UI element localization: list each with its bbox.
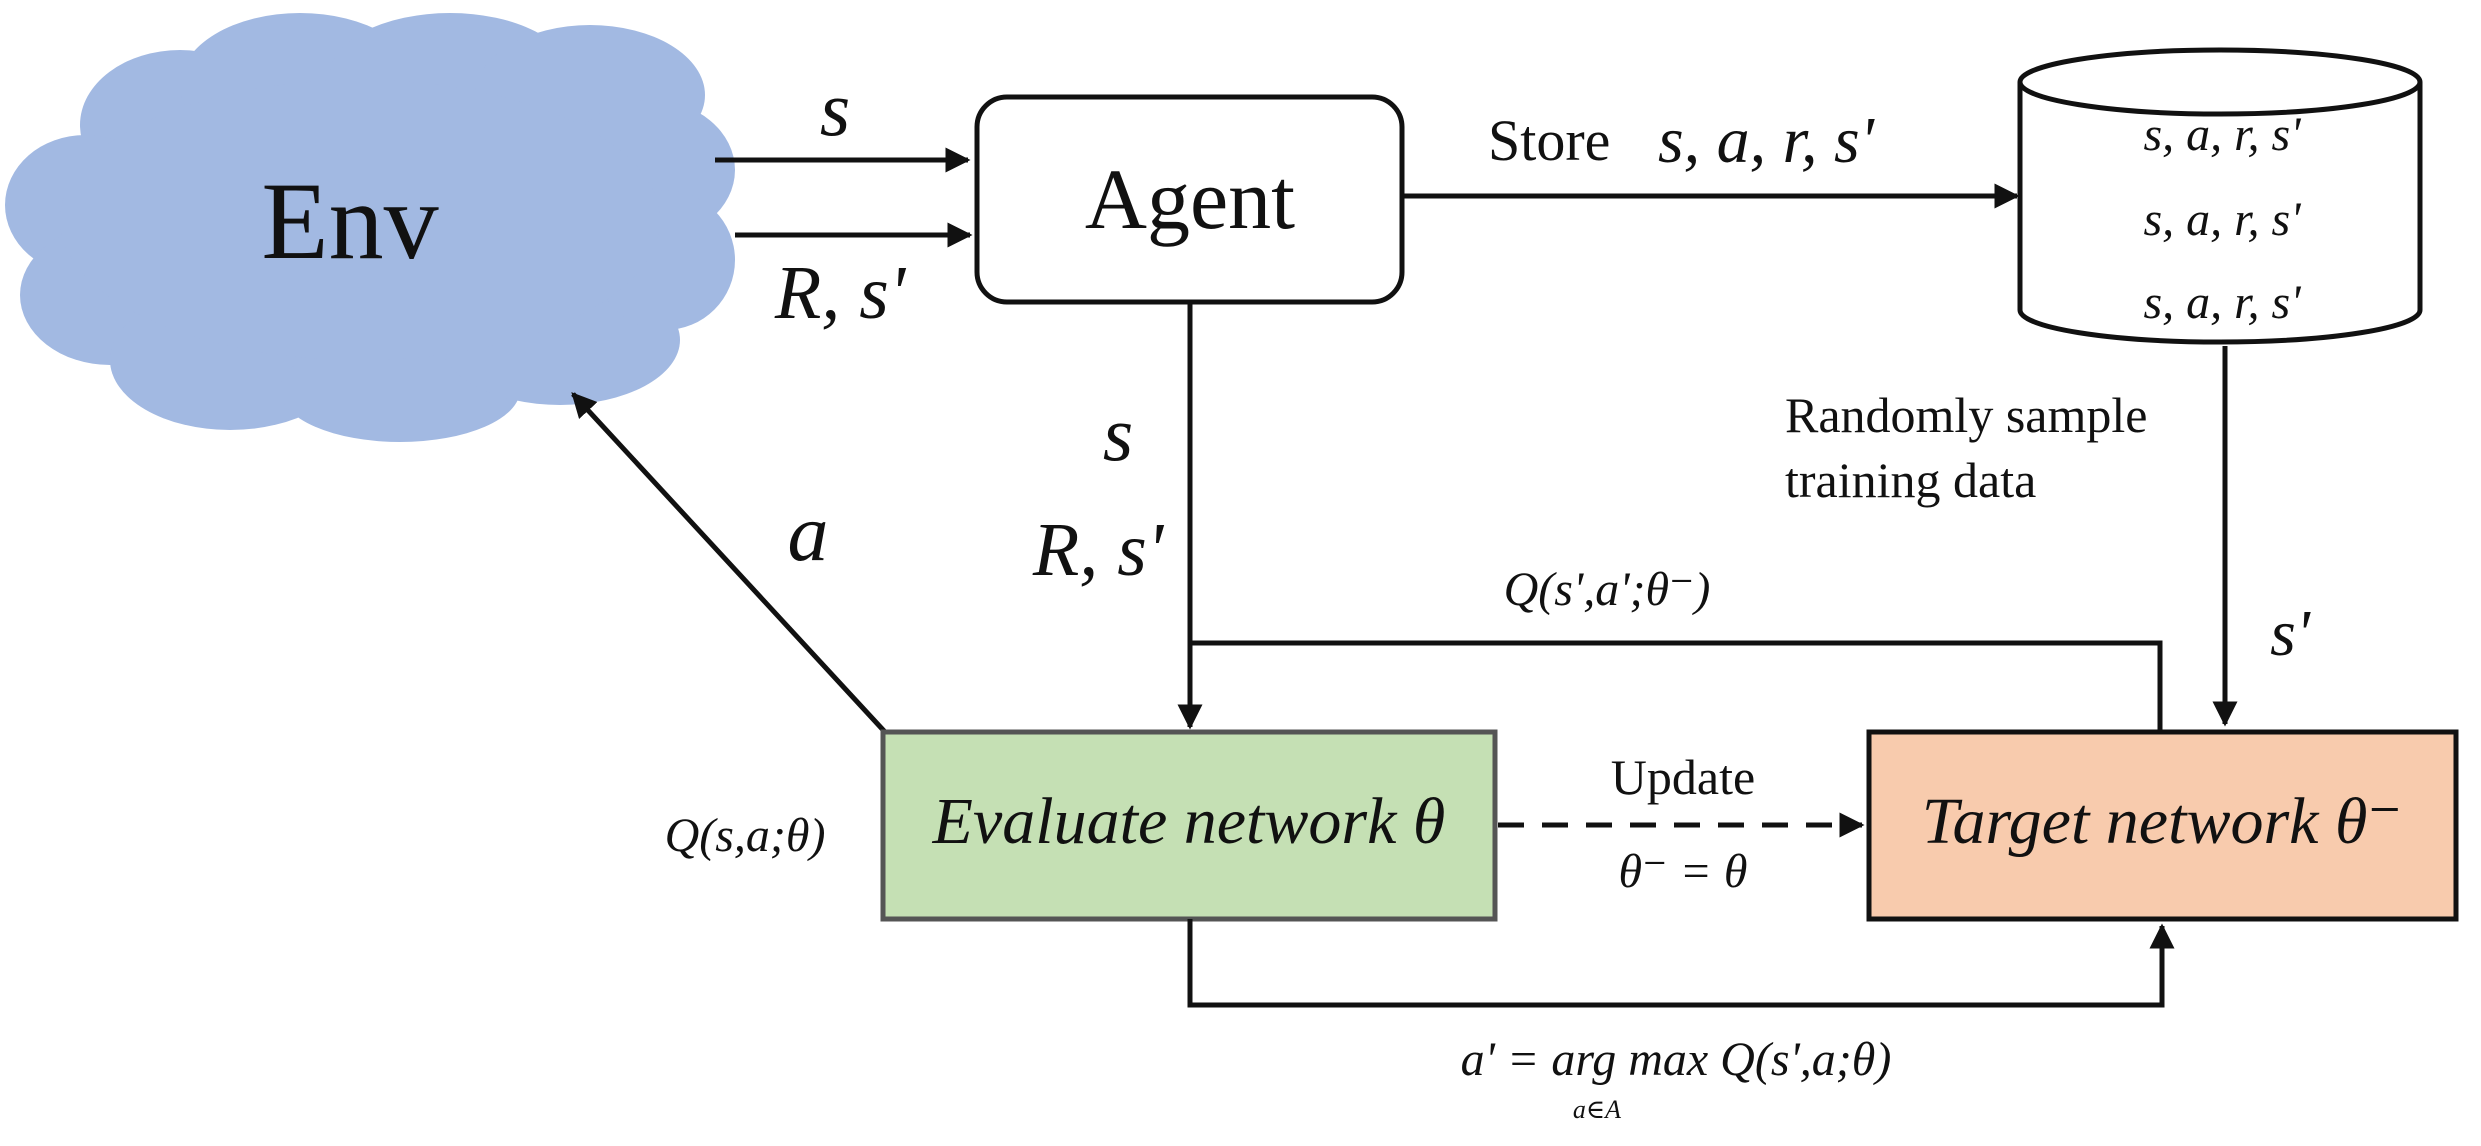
argmax-subscript: a∈A	[1573, 1095, 1621, 1124]
label-reward-next-state: R, s'	[774, 251, 907, 335]
buffer-body	[2017, 82, 2423, 345]
target-q-label: Q(s',a';θ⁻)	[1504, 563, 1711, 616]
env-cloud: Env	[5, 13, 735, 442]
agent-down-reward-next-state: R, s'	[1032, 508, 1165, 592]
update-equation: θ⁻ = θ	[1619, 845, 1748, 898]
line-target-q-feedback	[1190, 640, 2163, 732]
arrow-action-to-env	[571, 392, 887, 734]
replay-buffer: s, a, r, s' s, a, r, s' s, a, r, s'	[2017, 47, 2423, 345]
arrow-evaluate-to-target-argmax	[1187, 919, 2175, 1008]
target-network-label: Target network θ⁻	[1922, 785, 2402, 858]
target-network-box	[1866, 729, 2459, 922]
store-tuple: s, a, r, s'	[1658, 104, 1876, 177]
buffer-row: s, a, r, s'	[2144, 108, 2302, 161]
store-word: Store	[1488, 108, 1610, 173]
agent-label: Agent	[1085, 151, 1295, 247]
sample-text-line2: training data	[1785, 452, 2036, 508]
agent-down-s: s	[1103, 390, 1133, 477]
cloud-shape	[5, 13, 735, 442]
buffer-top	[2017, 47, 2423, 117]
buffer-row: s, a, r, s'	[2144, 193, 2302, 246]
sampled-next-state: s'	[2270, 597, 2312, 670]
buffer-row: s, a, r, s'	[2144, 276, 2302, 329]
sample-text-line1: Randomly sample	[1785, 387, 2147, 443]
evaluate-network-label: Evaluate network θ	[932, 785, 1446, 858]
action-label: a	[788, 487, 829, 578]
label-state-s: s	[820, 65, 850, 152]
evaluate-network-box	[880, 729, 1498, 922]
evaluate-q-label: Q(s,a;θ)	[665, 809, 826, 862]
update-word: Update	[1611, 749, 1755, 805]
argmax-equation: a' = arg max Q(s',a;θ)	[1461, 1033, 1892, 1086]
env-label: Env	[261, 160, 438, 282]
